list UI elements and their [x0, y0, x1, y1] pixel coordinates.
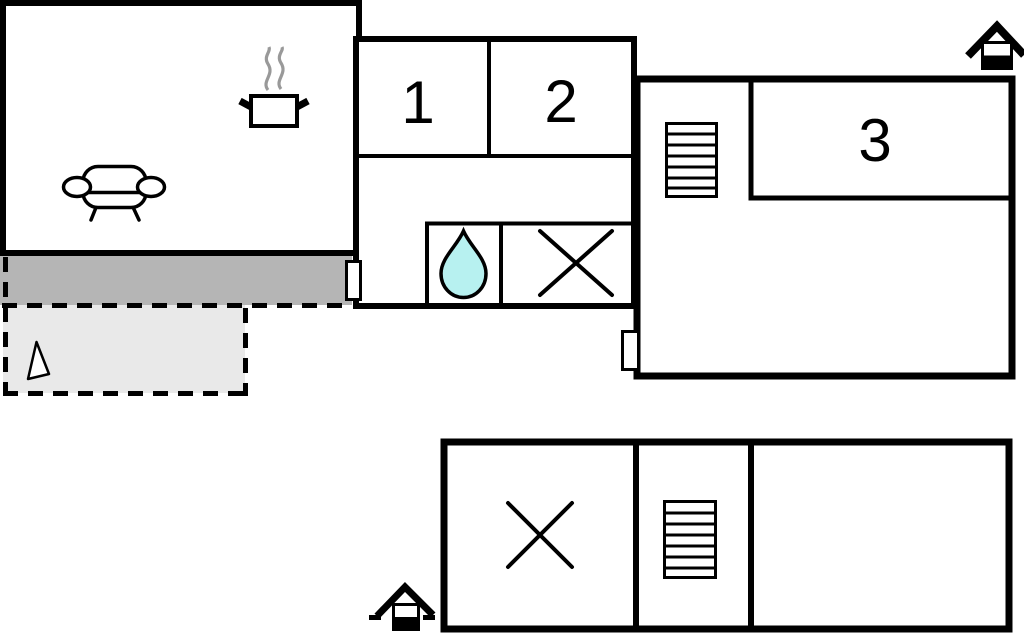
steam-icon [277, 46, 285, 90]
stairs-icon-upper [665, 122, 718, 198]
pot-body [249, 94, 299, 128]
right-building [621, 75, 1016, 380]
water-drop-icon [439, 226, 488, 300]
door-icon-right-building [621, 330, 640, 371]
cooking-pot-icon [238, 46, 310, 128]
entrance-house-icon-upper [965, 20, 1024, 70]
steam-icon [264, 46, 272, 91]
entrance-house-icon-lower [369, 582, 436, 631]
terrace-strip [0, 256, 352, 305]
north-arrow-icon [26, 340, 51, 381]
bottom-building-walls [440, 438, 1013, 633]
room-2-label: 2 [544, 68, 578, 135]
bathroom-walls [425, 221, 634, 306]
window-cross-icon-upper [538, 229, 614, 297]
window-cross-icon-lower [506, 501, 574, 569]
door-icon-terrace [345, 260, 362, 301]
living-kitchen-room-walls [0, 0, 362, 256]
sofa-icon [61, 164, 167, 222]
terrace-areas [0, 256, 352, 396]
stairs-icon-lower [663, 500, 717, 579]
middle-building-walls [353, 36, 637, 309]
terrace-patio [3, 305, 245, 393]
terrace-dashed-boundary [2, 257, 352, 396]
middle-building [353, 36, 637, 309]
bottom-building [440, 438, 1013, 633]
right-building-walls [633, 75, 1016, 380]
room-1-label: 1 [401, 69, 435, 136]
room-3-label: 3 [858, 107, 892, 174]
